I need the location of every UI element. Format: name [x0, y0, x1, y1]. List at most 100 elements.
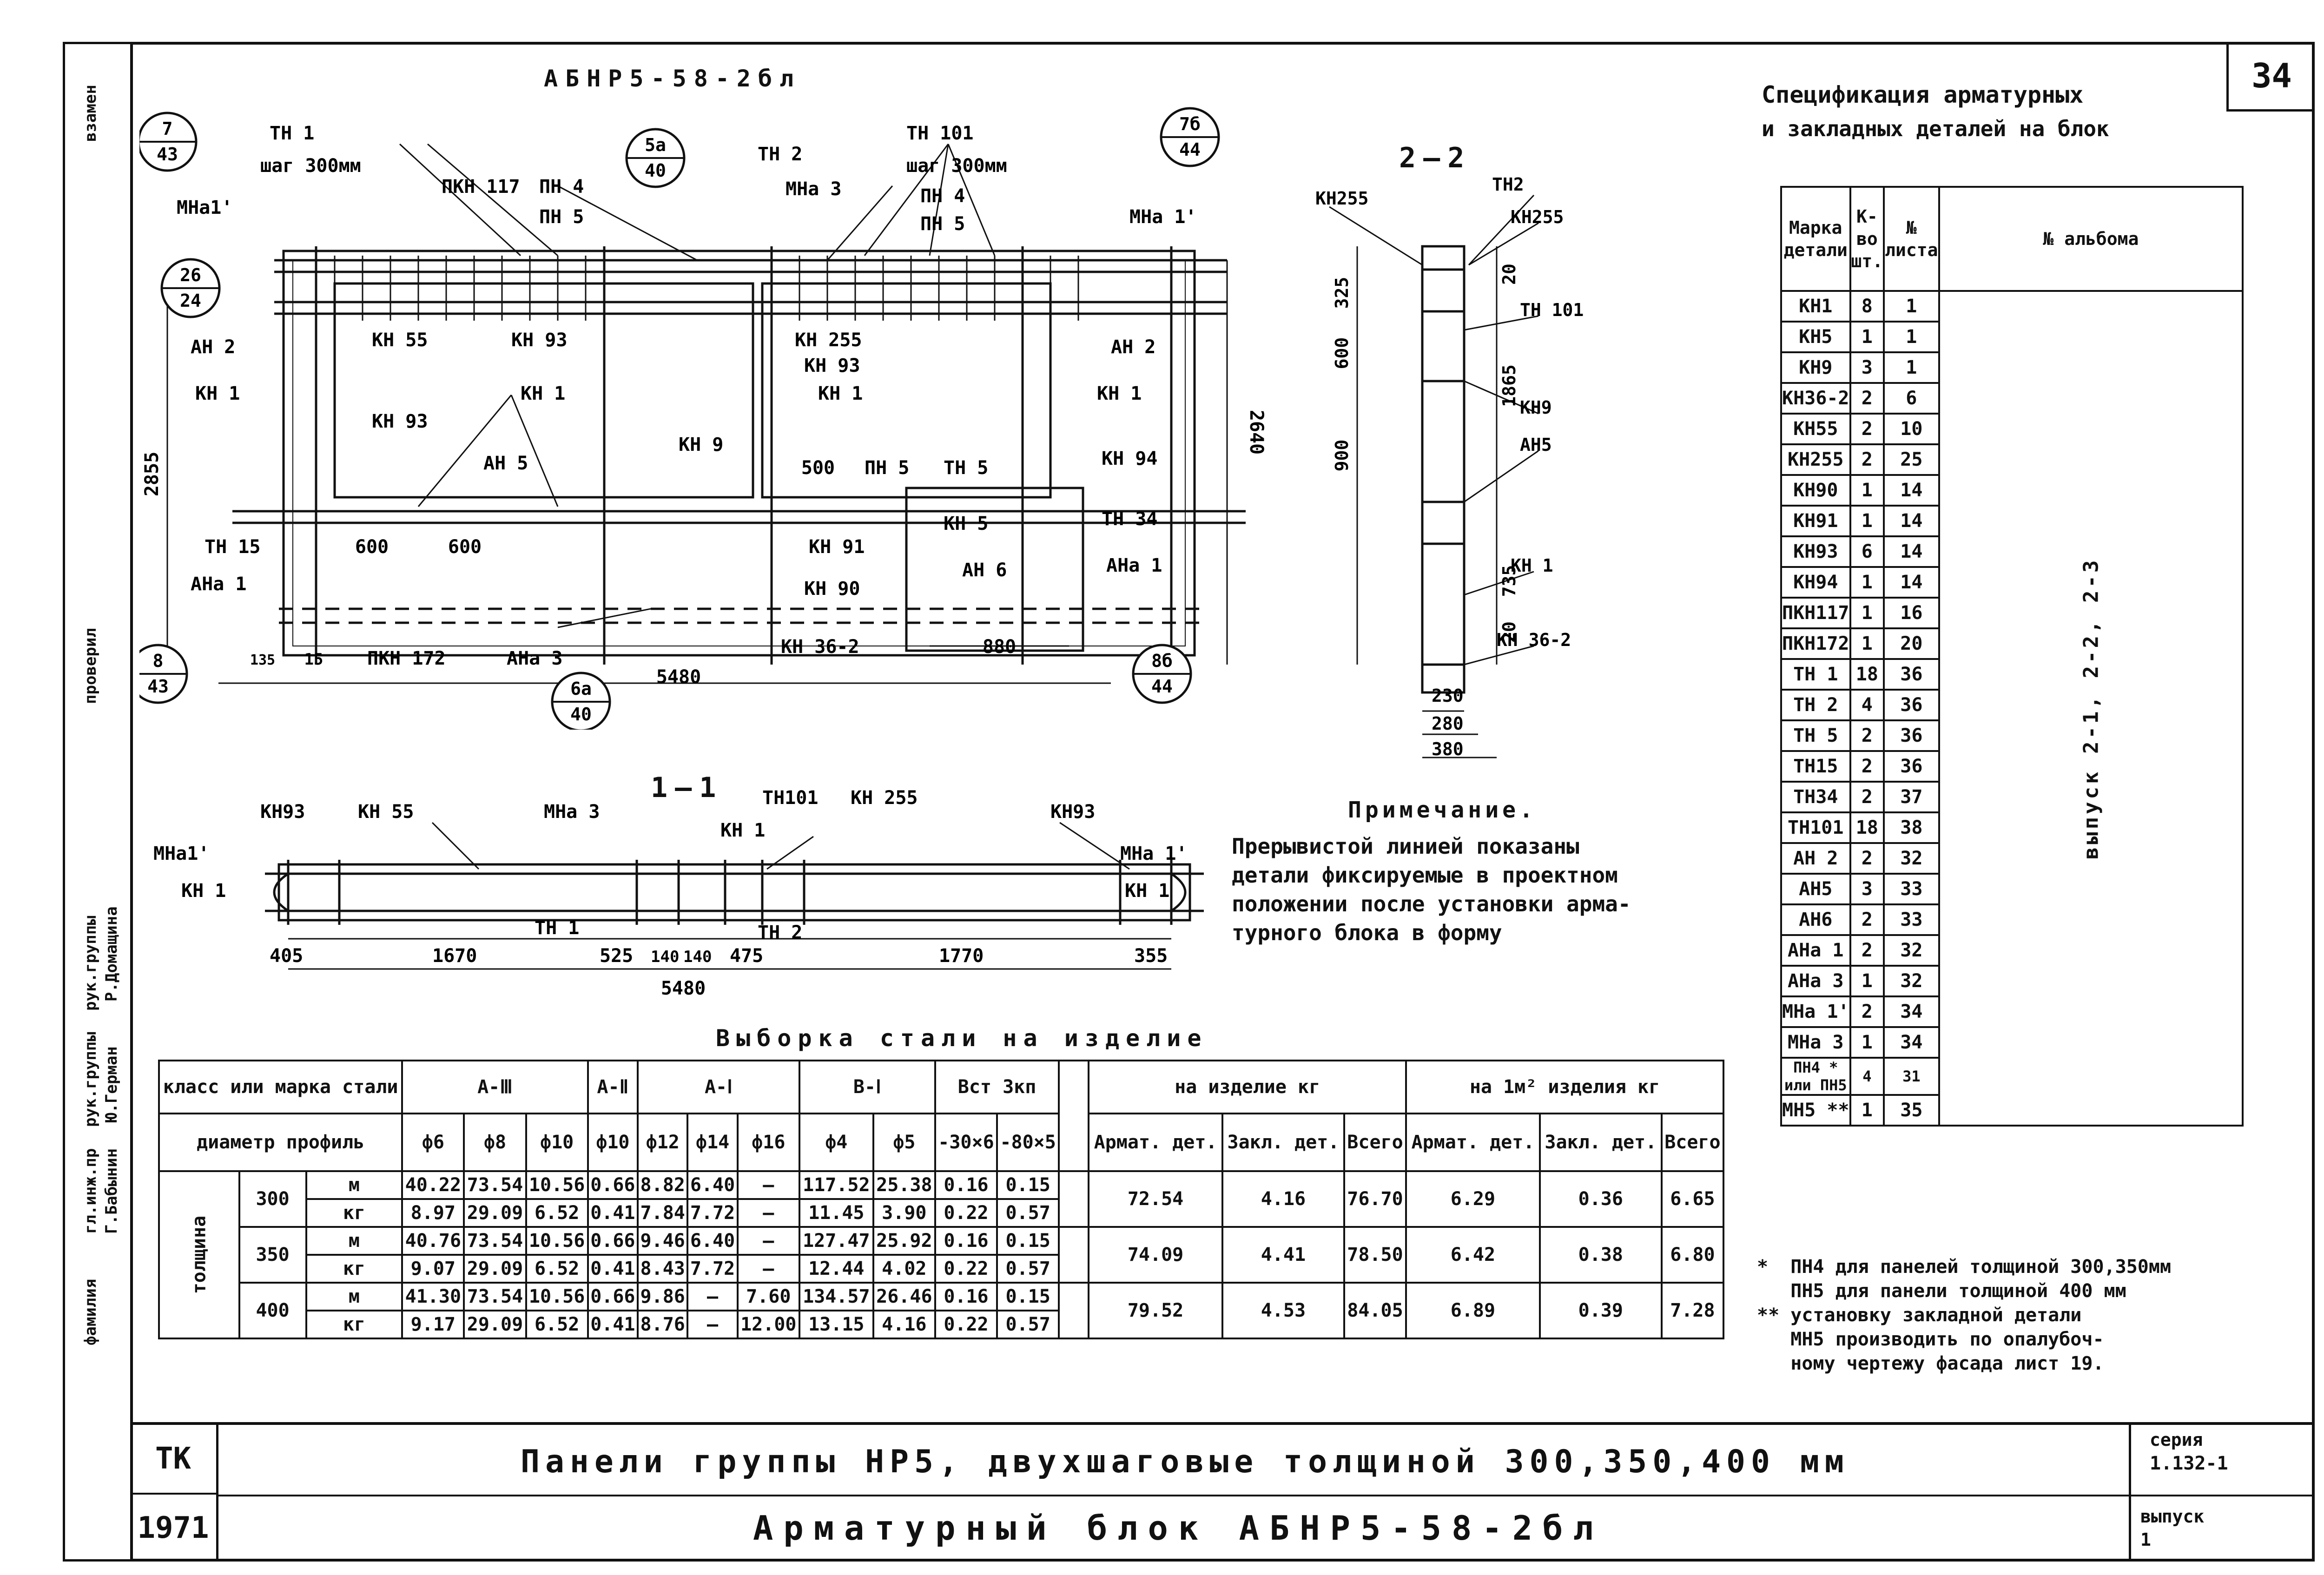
- sel-value: 73.54: [463, 1226, 527, 1256]
- spec-cell-mark: ПКН117: [1780, 597, 1851, 629]
- sel-value: 41.30: [401, 1282, 465, 1311]
- spec-cell-mark: МНа 3: [1780, 1026, 1851, 1059]
- tb-line-1: Панели группы НР5, двухшаговые толщиной …: [521, 1443, 1849, 1480]
- spec-cell-qty: 4: [1849, 689, 1885, 721]
- s22-dim-20-top: 20: [1499, 264, 1519, 285]
- spec-cell-sheet: 38: [1883, 811, 1940, 844]
- sel-head-m2: на 1м² изделия кг: [1405, 1060, 1724, 1114]
- s11-mark-mna3: МНа 3: [544, 801, 600, 823]
- spec-cell-sheet: 16: [1883, 597, 1940, 629]
- margin-role-1: гл.инж.пр: [81, 1148, 100, 1234]
- mark-tn2: ТН 2: [758, 144, 802, 165]
- sel-diam-cell: ф8: [463, 1113, 527, 1172]
- s11-dim-140-a: 140: [651, 948, 679, 966]
- spec-cell-qty: 1: [1849, 1026, 1885, 1059]
- s11-dim-1770: 1770: [939, 945, 984, 967]
- spec-cell-qty: 6: [1849, 535, 1885, 568]
- mark-kn91: КН 91: [809, 536, 865, 558]
- title-block: ТК 1971 Панели группы НР5, двухшаговые т…: [130, 1422, 2315, 1562]
- sel-subhead-cell: Закл. дет.: [1221, 1113, 1345, 1172]
- sel-item-value: 72.54: [1088, 1170, 1223, 1228]
- s22-mark-kn1: КН 1: [1511, 555, 1553, 576]
- callout-1-top: 7: [162, 119, 173, 139]
- sel-diam-cell: ф14: [687, 1113, 739, 1172]
- sel-thickness-text: толщина: [188, 1215, 210, 1294]
- tb-series-divider: [2131, 1495, 2315, 1496]
- sel-value: 0.16: [934, 1226, 998, 1256]
- sel-unit: м: [305, 1282, 403, 1311]
- spec-cell-qty: 2: [1849, 903, 1885, 936]
- spec-cell-qty: 2: [1849, 842, 1885, 875]
- s11-dim-5480: 5480: [661, 978, 706, 999]
- spec-cell-mark: КН1: [1780, 290, 1851, 323]
- s11-mark-kn255: КН 255: [851, 787, 918, 809]
- selection-table: класс или марка стали А-Ⅲ А-Ⅱ А-Ⅰ В-Ⅰ Вс…: [158, 1060, 1725, 1339]
- mark-an6: АН 6: [962, 560, 1007, 581]
- sel-item-value: 4.41: [1221, 1226, 1345, 1284]
- sel-value: 10.56: [525, 1282, 589, 1311]
- s11-dim-525: 525: [600, 945, 633, 967]
- sel-class-a1: А-Ⅰ: [637, 1060, 800, 1114]
- spec-cell-qty: 2: [1849, 995, 1885, 1028]
- spec-cell-sheet: 14: [1883, 535, 1940, 568]
- sel-value: 73.54: [463, 1170, 527, 1200]
- margin-role-3: рук.группы: [81, 916, 100, 1011]
- spec-cell-sheet: 1: [1883, 351, 1940, 384]
- sel-unit: кг: [305, 1310, 403, 1339]
- sel-value: 0.41: [587, 1198, 639, 1228]
- sel-value: 0.57: [996, 1198, 1060, 1228]
- margin-vzamen: взамен: [81, 85, 100, 142]
- dim-500: 500: [801, 457, 835, 479]
- sel-m2-value: 6.89: [1405, 1282, 1541, 1339]
- dim-600-b: 600: [448, 536, 482, 558]
- note-title: Примечание.: [1348, 797, 1537, 823]
- sel-value: 0.66: [587, 1282, 639, 1311]
- sel-unit: м: [305, 1170, 403, 1200]
- sel-head-item: на изделие кг: [1088, 1060, 1407, 1114]
- sel-subhead-cell: Всего: [1343, 1113, 1407, 1172]
- sel-value: 0.22: [934, 1310, 998, 1339]
- sel-value: 40.22: [401, 1170, 465, 1200]
- mark-ana3: АНа 3: [507, 648, 562, 669]
- s11-mark-tn2: ТН 2: [758, 922, 802, 943]
- mark-kn5: КН 5: [944, 513, 988, 534]
- mark-pn5-r: ПН 5: [920, 213, 965, 235]
- spec-cell-mark: ТН15: [1780, 750, 1851, 783]
- sel-value: 7.84: [637, 1198, 689, 1228]
- s11-dim-1670: 1670: [432, 945, 477, 967]
- sel-value: 0.22: [934, 1198, 998, 1228]
- sel-item-value: 79.52: [1088, 1282, 1223, 1339]
- sel-diam-cell: -30×6: [934, 1113, 998, 1172]
- spec-cell-qty: 1: [1849, 597, 1885, 629]
- spec-cell-sheet: 32: [1883, 842, 1940, 875]
- mark-kn255: КН 255: [795, 329, 862, 351]
- sel-value: 10.56: [525, 1226, 589, 1256]
- spec-cell-mark: МН5 **: [1780, 1094, 1851, 1127]
- sel-thickness-value: 350: [238, 1226, 307, 1284]
- tb-line-2: Арматурный блок АБНР5-58-2бл: [753, 1509, 1604, 1548]
- sel-value: 11.45: [798, 1198, 874, 1228]
- spec-cell-mark: КН91: [1780, 505, 1851, 537]
- spec-cell-mark: АНа 1: [1780, 934, 1851, 967]
- footnote-5: ному чертежу фасада лист 19.: [1757, 1353, 2104, 1374]
- dim-2640: 2640: [1246, 410, 1267, 455]
- dim-600-a: 600: [355, 536, 389, 558]
- mark-tn5: ТН 5: [944, 457, 988, 479]
- sel-value: 0.41: [587, 1254, 639, 1284]
- s11-dim-140-b: 140: [683, 948, 712, 966]
- mark-step-1: шаг 300мм: [260, 155, 361, 177]
- sel-thickness-value: 300: [238, 1170, 307, 1228]
- sel-value: 10.56: [525, 1170, 589, 1200]
- spec-cell-sheet: 1: [1883, 321, 1940, 353]
- sel-item-value: 4.16: [1221, 1170, 1345, 1228]
- spec-cell-mark: АНа 3: [1780, 965, 1851, 997]
- margin-name-1: Г.Бабынин: [102, 1148, 121, 1234]
- s22-mark-tn2: ТН2: [1492, 177, 1524, 195]
- spec-title-1: Спецификация арматурных: [1762, 81, 2084, 108]
